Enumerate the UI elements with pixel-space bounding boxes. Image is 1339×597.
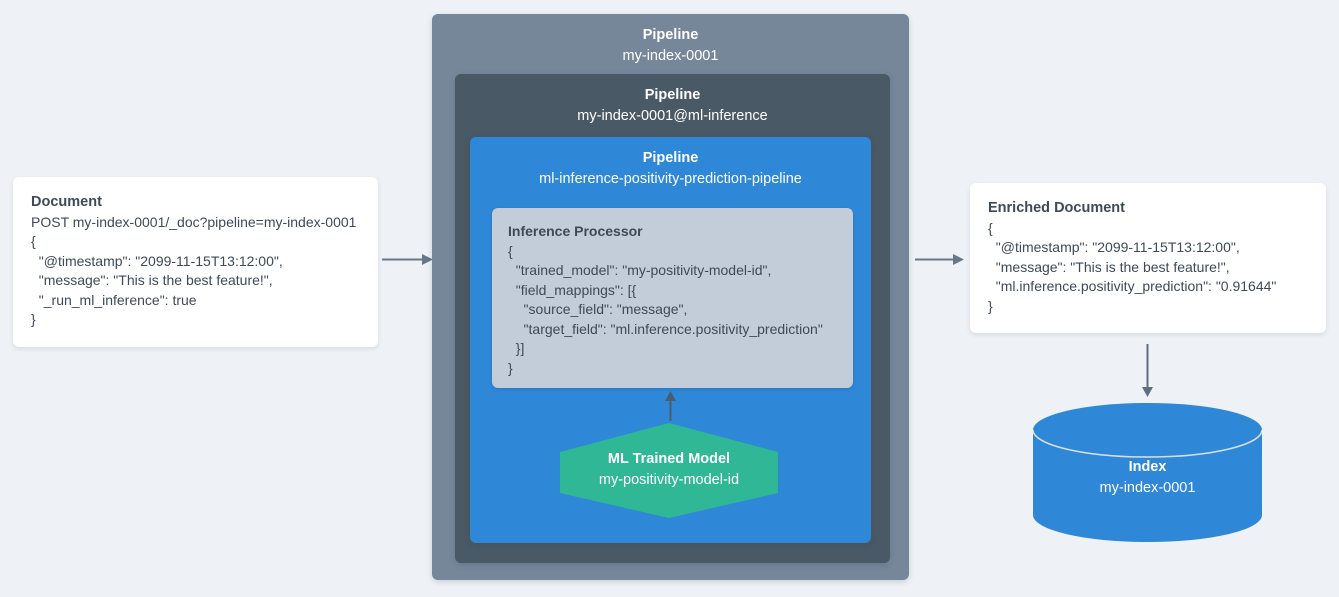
inference-processor-code: { "trained_model": "my-positivity-model-… — [508, 242, 823, 376]
outer-pipeline-name: my-index-0001 — [622, 48, 719, 64]
prediction-pipeline-header: Pipeline ml-inference-positivity-predict… — [470, 137, 871, 190]
prediction-pipeline-container: Pipeline ml-inference-positivity-predict… — [470, 137, 871, 543]
prediction-pipeline-label: Pipeline — [642, 150, 699, 166]
source-document-card: Document POST my-index-0001/_doc?pipelin… — [13, 177, 378, 347]
ml-inference-pipeline-container: Pipeline my-index-0001@ml-inference Pipe… — [455, 74, 890, 563]
arrow-right-icon — [382, 253, 434, 266]
ml-inference-pipeline-label: Pipeline — [644, 87, 701, 103]
arrow-right-icon — [915, 253, 965, 266]
source-document-code: POST my-index-0001/_doc?pipeline=my-inde… — [31, 213, 357, 328]
index-cylinder: Index my-index-0001 — [1033, 403, 1262, 542]
ml-inference-pipeline-name: my-index-0001@ml-inference — [577, 108, 768, 124]
ml-trained-model-hexagon: ML Trained Model my-positivity-model-id — [560, 423, 778, 518]
source-document-title: Document — [31, 194, 102, 210]
outer-pipeline-label: Pipeline — [642, 27, 699, 43]
inference-processor-title: Inference Processor — [508, 223, 643, 239]
inference-processor-box: Inference Processor { "trained_model": "… — [492, 208, 853, 388]
outer-pipeline-container: Pipeline my-index-0001 Pipeline my-index… — [432, 14, 909, 580]
enriched-document-title: Enriched Document — [988, 200, 1125, 216]
outer-pipeline-header: Pipeline my-index-0001 — [432, 14, 909, 67]
enriched-document-card: Enriched Document { "@timestamp": "2099-… — [970, 183, 1326, 333]
database-cylinder-icon — [1033, 403, 1262, 542]
hexagon-icon — [560, 423, 778, 518]
ml-trained-model-title: ML Trained Model — [607, 451, 731, 467]
arrow-up-icon — [664, 391, 677, 422]
ml-trained-model-name: my-positivity-model-id — [598, 472, 740, 488]
index-title: Index — [1128, 459, 1167, 475]
prediction-pipeline-name: ml-inference-positivity-prediction-pipel… — [539, 171, 802, 187]
enriched-document-code: { "@timestamp": "2099-11-15T13:12:00", "… — [988, 219, 1277, 314]
ml-inference-pipeline-header: Pipeline my-index-0001@ml-inference — [455, 74, 890, 127]
index-name: my-index-0001 — [1099, 480, 1196, 496]
arrow-down-icon — [1141, 344, 1154, 398]
